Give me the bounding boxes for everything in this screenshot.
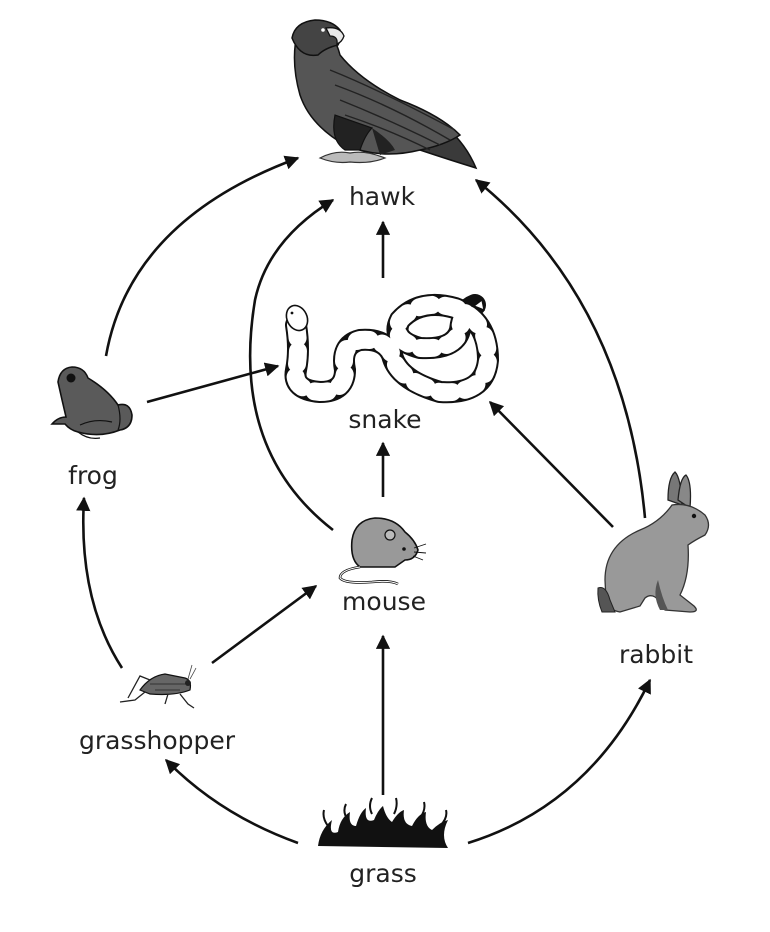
arrow-grasshopper-to-mouse — [211, 584, 318, 665]
arrow-grasshopper-to-frog — [76, 496, 124, 669]
arrow-mouse-to-hawk — [248, 198, 335, 532]
hawk-icon — [291, 19, 478, 170]
grass-icon — [318, 797, 448, 848]
rabbit-icon — [597, 471, 710, 613]
snake-icon — [284, 294, 500, 404]
arrow-frog-to-hawk — [104, 155, 300, 357]
label-snake: snake — [348, 405, 421, 434]
arrow-rabbit-to-snake — [488, 400, 614, 528]
label-frog: frog — [68, 461, 118, 490]
arrow-grass-to-grasshopper — [164, 758, 299, 845]
frog-icon — [50, 366, 133, 439]
label-mouse: mouse — [342, 587, 426, 616]
arrow-rabbit-to-hawk — [474, 178, 647, 519]
mouse-icon — [338, 517, 427, 586]
label-hawk: hawk — [349, 182, 416, 211]
label-grasshopper: grasshopper — [79, 726, 236, 755]
arrow-grass-to-rabbit — [467, 678, 652, 845]
grasshopper-icon — [119, 664, 197, 709]
label-grass: grass — [349, 859, 417, 888]
arrow-layer — [76, 155, 652, 845]
arrow-frog-to-snake — [146, 362, 280, 404]
label-rabbit: rabbit — [619, 640, 693, 669]
